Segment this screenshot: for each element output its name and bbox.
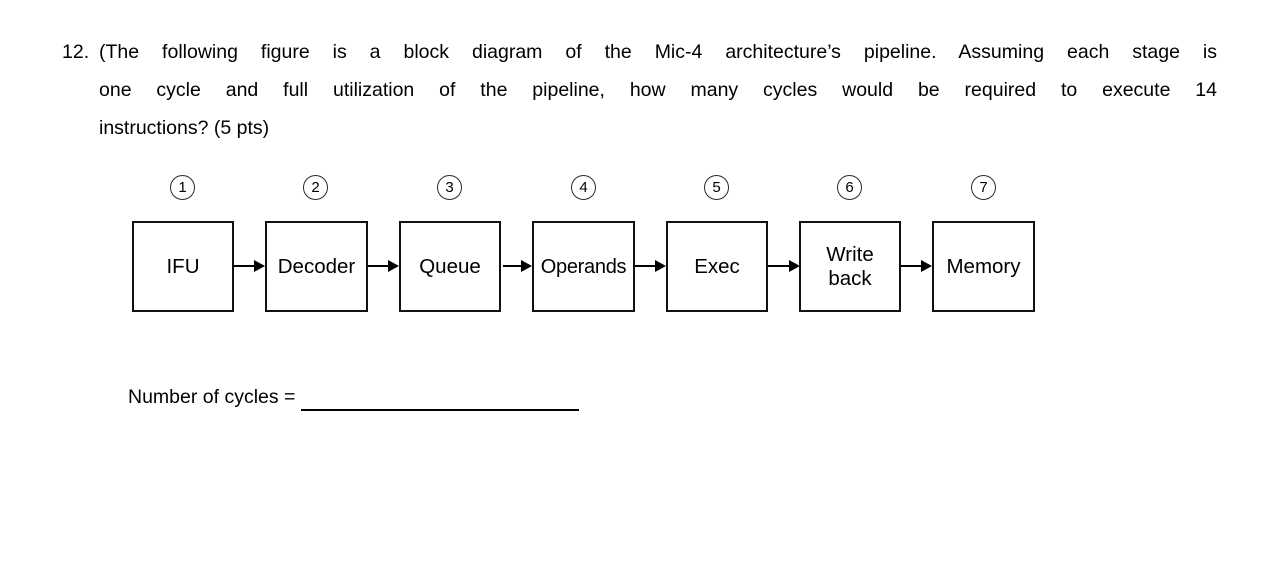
question-text-block: 12. (The following figure is a block dia…	[62, 33, 1217, 147]
question-number: 12.	[62, 41, 90, 63]
stage-number-label-4: 4	[579, 179, 588, 196]
pipeline-arrow-3	[503, 259, 532, 273]
pipeline-arrow-1	[234, 259, 265, 273]
stage-number-label-3: 3	[445, 179, 454, 196]
stage-number-label-6: 6	[845, 179, 854, 196]
question-line-2: one cycle and full utilization of the pi…	[99, 79, 1217, 101]
stage-box-memory[interactable]: Memory	[932, 221, 1035, 312]
pipeline-arrow-5	[768, 259, 800, 273]
stage-number-badge-7: 7	[971, 175, 996, 200]
stage-number-label-7: 7	[979, 179, 988, 196]
stage-number-badge-3: 3	[437, 175, 462, 200]
arrow-head-5	[789, 259, 800, 272]
pipeline-arrow-6	[901, 259, 932, 273]
stage-box-write-back[interactable]: Write back	[799, 221, 901, 312]
stage-box-label-5: Exec	[694, 254, 740, 278]
arrow-shaft-1	[234, 265, 254, 268]
stage-box-label-1: IFU	[166, 254, 200, 278]
stage-number-badge-6: 6	[837, 175, 862, 200]
arrow-head-3	[521, 259, 532, 272]
stage-box-label-3: Queue	[419, 254, 481, 278]
stage-box-ifu[interactable]: IFU	[132, 221, 234, 312]
answer-blank-field[interactable]	[301, 385, 580, 411]
stage-number-label-2: 2	[311, 179, 320, 196]
stage-number-label-1: 1	[178, 179, 187, 196]
pipeline-arrow-2	[368, 259, 399, 273]
arrow-head-6	[921, 259, 932, 272]
stage-box-queue[interactable]: Queue	[399, 221, 501, 312]
arrow-shaft-6	[901, 265, 921, 268]
arrow-head-2	[388, 259, 399, 272]
stage-box-decoder[interactable]: Decoder	[265, 221, 368, 312]
stage-number-label-5: 5	[712, 179, 721, 196]
stage-number-badge-1: 1	[170, 175, 195, 200]
arrow-shaft-2	[368, 265, 388, 268]
answer-row: Number of cycles =	[128, 383, 580, 411]
question-line-3: instructions? (5 pts)	[99, 117, 270, 139]
arrow-shaft-4	[635, 265, 655, 268]
stage-number-badge-4: 4	[571, 175, 596, 200]
pipeline-arrow-4	[635, 259, 666, 273]
stage-box-operands[interactable]: Operands	[532, 221, 635, 312]
stage-box-label-7: Memory	[946, 254, 1021, 278]
stage-box-label-6: Write back	[826, 242, 874, 290]
question-line-1: (The following figure is a block diagram…	[99, 41, 1217, 63]
stage-number-badge-5: 5	[704, 175, 729, 200]
arrow-shaft-5	[768, 265, 789, 268]
stage-box-label-4: Operands	[540, 255, 627, 278]
arrow-head-4	[655, 259, 666, 272]
arrow-shaft-3	[503, 265, 521, 268]
stage-number-badge-2: 2	[303, 175, 328, 200]
answer-label: Number of cycles =	[128, 386, 296, 408]
arrow-head-1	[254, 259, 265, 272]
question-body: (The following figure is a block diagram…	[99, 33, 1217, 147]
stage-box-label-2: Decoder	[277, 254, 356, 278]
stage-box-exec[interactable]: Exec	[666, 221, 768, 312]
